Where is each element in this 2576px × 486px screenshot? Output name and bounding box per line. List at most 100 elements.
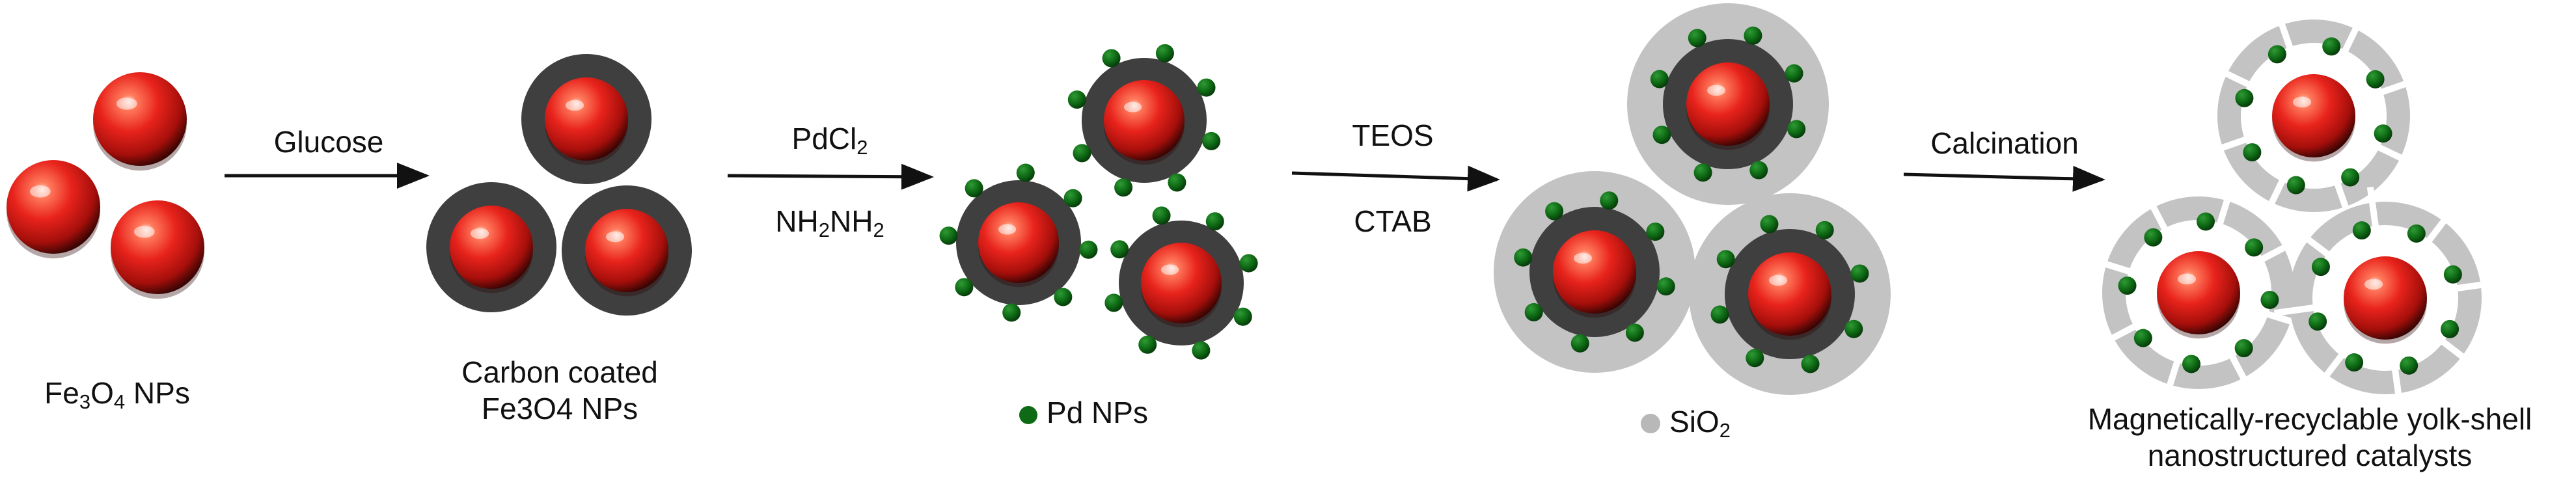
stage-pd-legend: Pd NPs xyxy=(976,394,1191,431)
stage4-pd-nanoparticle xyxy=(1844,319,1863,338)
stage5-core-highlight xyxy=(2178,273,2197,285)
stage5-channel xyxy=(2294,227,2336,262)
stage3-pd-nanoparticle xyxy=(1002,303,1021,322)
stage4-core-highlight xyxy=(1574,252,1593,264)
reaction-arrow-4 xyxy=(1903,165,2105,192)
stage5-pd-nanoparticle xyxy=(2182,355,2201,373)
stage5-pd-nanoparticle xyxy=(2196,212,2215,231)
stage5-channel xyxy=(2162,354,2183,401)
stage3-pd-nanoparticle xyxy=(1079,240,1098,259)
stage4-fe3o4-core xyxy=(1748,252,1831,336)
reaction-arrow-3 xyxy=(1291,165,1500,192)
stage3-pd-nanoparticle xyxy=(1114,178,1133,197)
stage2-fe3o4-core xyxy=(450,206,533,289)
stage3-pd-nanoparticle xyxy=(1054,288,1073,306)
stage1-core-highlight xyxy=(116,97,137,110)
stage-final-label: Magnetically-recyclable yolk-shell nanos… xyxy=(2044,401,2576,474)
stage2-core-highlight xyxy=(606,231,625,243)
stage5-pd-nanoparticle xyxy=(2245,238,2264,257)
stage5-channel xyxy=(2366,186,2380,234)
stage5-channel xyxy=(2211,64,2257,91)
stage3-pd-nanoparticle xyxy=(1197,78,1216,97)
stage2-fe3o4-core xyxy=(585,209,668,292)
stage-fe3o4-label: Fe3O4 NPs xyxy=(44,376,190,413)
arrow-4-process-label: Calcination xyxy=(1930,126,2079,160)
stage3-pd-nanoparticle xyxy=(1233,307,1252,326)
stage2-core-highlight xyxy=(471,228,489,239)
stage4-pd-nanoparticle xyxy=(1570,334,1589,353)
pd-legend-dot-icon xyxy=(1019,406,1038,424)
stage5-pd-nanoparticle xyxy=(2260,290,2279,309)
arrow-3-template-label: CTAB xyxy=(1354,204,1432,238)
stage-sio2-legend: SiO2 xyxy=(1608,403,1764,449)
stage1-core-highlight xyxy=(134,225,155,238)
stage4-pd-nanoparticle xyxy=(1716,250,1735,269)
stage5-channel xyxy=(2314,347,2349,389)
stage3-core-highlight xyxy=(1124,101,1142,113)
stage3-pd-nanoparticle xyxy=(1155,44,1174,62)
reaction-arrow-2 xyxy=(727,163,934,190)
stage5-pd-nanoparticle xyxy=(2309,312,2327,331)
stage2-core-highlight xyxy=(566,100,584,111)
stage5-channel xyxy=(2214,185,2235,232)
arrow-3-reagent-label: TEOS xyxy=(1352,118,1434,152)
arrow-2-reductant-label: NH2NH2 xyxy=(775,204,884,241)
stage4-pd-nanoparticle xyxy=(1693,163,1712,182)
stage5-pd-nanoparticle xyxy=(2311,258,2330,277)
stage5-pd-nanoparticle xyxy=(2374,124,2392,143)
stage3-pd-nanoparticle xyxy=(1067,90,1086,109)
stage4-pd-nanoparticle xyxy=(1760,215,1779,234)
stage5-channel xyxy=(2143,192,2171,237)
stage5-channel xyxy=(2273,303,2322,317)
stage3-fe3o4-core xyxy=(978,202,1059,283)
stage4-pd-nanoparticle xyxy=(1749,161,1768,180)
stage5-channel xyxy=(2422,207,2456,249)
stage5-fe3o4-core xyxy=(2272,74,2355,157)
stage5-pd-nanoparticle xyxy=(2118,277,2137,295)
stage4-pd-nanoparticle xyxy=(1652,126,1671,144)
stage5-pd-nanoparticle xyxy=(2443,265,2462,284)
stage3-pd-nanoparticle xyxy=(1110,240,1129,259)
stage4-pd-nanoparticle xyxy=(1801,355,1820,373)
stage4-pd-nanoparticle xyxy=(1710,305,1729,324)
stage3-pd-nanoparticle xyxy=(1073,144,1091,163)
stage4-pd-nanoparticle xyxy=(1600,191,1619,210)
stage4-core-highlight xyxy=(1769,275,1788,286)
stage5-channel xyxy=(2435,334,2476,369)
stage5-pd-nanoparticle xyxy=(2400,356,2418,375)
stage5-channel xyxy=(2206,134,2254,156)
stage3-fe3o4-core xyxy=(1104,80,1185,161)
stage3-pd-nanoparticle xyxy=(1239,254,1258,273)
arrow-1-reagent-label: Glucose xyxy=(273,125,384,159)
stage3-pd-nanoparticle xyxy=(1138,335,1157,354)
stage5-channel xyxy=(2098,320,2143,348)
stage5-channel xyxy=(2370,141,2417,168)
stage4-pd-nanoparticle xyxy=(1744,26,1762,45)
stage5-fe3o4-core xyxy=(2344,256,2427,340)
stage4-pd-nanoparticle xyxy=(1688,29,1706,47)
stage5-pd-nanoparticle xyxy=(2322,37,2341,56)
stage4-pd-nanoparticle xyxy=(1524,303,1543,321)
stage4-pd-nanoparticle xyxy=(1850,264,1869,283)
stage3-pd-nanoparticle xyxy=(1152,206,1171,225)
stage3-fe3o4-core xyxy=(1141,243,1222,323)
stage3-pd-nanoparticle xyxy=(1205,212,1224,231)
stage-carbon-label-line2: Fe3O4 NPs xyxy=(481,392,638,425)
stage5-channel xyxy=(2449,279,2497,293)
stage4-pd-nanoparticle xyxy=(1787,120,1806,139)
stage5-pd-nanoparticle xyxy=(2133,329,2152,347)
stage5-channel xyxy=(2338,13,2366,59)
stage-carbon-label: Carbon coated Fe3O4 NPs xyxy=(417,354,703,427)
stage5-pd-nanoparticle xyxy=(2268,45,2286,64)
stage1-fe3o4-core xyxy=(7,160,100,254)
stage3-pd-nanoparticle xyxy=(1102,49,1121,68)
stage5-core-highlight xyxy=(2364,278,2383,290)
stage4-pd-nanoparticle xyxy=(1650,70,1669,88)
stage4-pd-nanoparticle xyxy=(1545,202,1564,221)
stage5-pd-nanoparticle xyxy=(2243,143,2262,162)
stage5-pd-nanoparticle xyxy=(2407,224,2426,243)
stage3-core-highlight xyxy=(1161,264,1179,275)
stage4-pd-nanoparticle xyxy=(1514,248,1533,267)
stage-carbon-label-line1: Carbon coated xyxy=(461,355,658,389)
